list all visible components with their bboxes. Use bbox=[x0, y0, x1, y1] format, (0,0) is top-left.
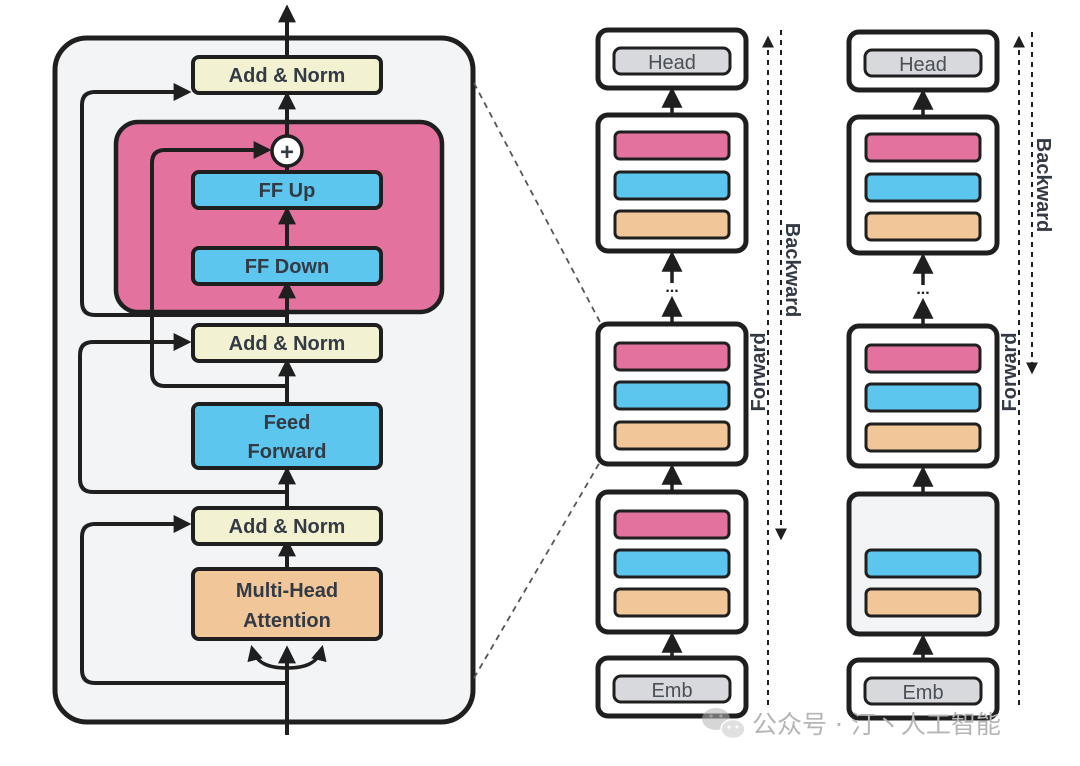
layer-blue bbox=[864, 382, 982, 413]
ff-down-label: FF Down bbox=[245, 256, 329, 278]
zoom-line-top bbox=[473, 82, 601, 323]
zoom-line-bottom bbox=[473, 461, 601, 679]
layer-blue bbox=[613, 170, 731, 201]
watermark: 公众号 · 汀丶人工智能 bbox=[702, 708, 1001, 740]
layer-stack-left: Head ... Emb Forward Backward bbox=[595, 27, 803, 719]
emb-label: Emb bbox=[651, 680, 692, 702]
transformer-block: + Add & Norm FF Up FF Down Add & Norm Fe… bbox=[52, 4, 476, 735]
add-norm-mid bbox=[191, 323, 383, 363]
layer-pink bbox=[613, 509, 731, 540]
layer-blue bbox=[864, 548, 982, 579]
residual-add-node bbox=[270, 134, 304, 168]
layer-orange bbox=[864, 422, 982, 453]
emb-label: Emb bbox=[902, 682, 943, 704]
wechat-icon bbox=[702, 708, 746, 740]
head-label: Head bbox=[899, 54, 947, 76]
layer-blue bbox=[864, 172, 982, 203]
add-norm-mid-label: Add & Norm bbox=[229, 333, 346, 355]
plus-symbol: + bbox=[280, 139, 294, 166]
attention-label-line2: Attention bbox=[243, 610, 331, 632]
emb-inner bbox=[612, 674, 732, 704]
layer-pink bbox=[864, 132, 982, 163]
layer-orange bbox=[613, 209, 731, 240]
attention-box bbox=[191, 567, 383, 641]
head-inner bbox=[863, 48, 983, 78]
backward-label: Backward bbox=[1032, 138, 1054, 233]
layer-orange bbox=[864, 211, 982, 242]
backward-label: Backward bbox=[781, 223, 803, 318]
ff-up-label: FF Up bbox=[259, 180, 316, 202]
layer-pink bbox=[613, 341, 731, 372]
feed-forward-label-line1: Feed bbox=[264, 412, 311, 434]
ff-up-box bbox=[191, 170, 383, 210]
add-norm-top bbox=[191, 55, 383, 95]
watermark-text: 公众号 · 汀丶人工智能 bbox=[752, 710, 1001, 739]
layer-orange bbox=[864, 587, 982, 618]
ellipsis: ... bbox=[916, 281, 929, 298]
feed-forward-box bbox=[191, 402, 383, 470]
layer-stack-right: Head ... Emb Forward Backward bbox=[846, 29, 1054, 721]
feed-forward-label-line2: Forward bbox=[248, 441, 327, 463]
layer-orange bbox=[613, 420, 731, 451]
layer-blue bbox=[613, 548, 731, 579]
add-norm-bottom-label: Add & Norm bbox=[229, 516, 346, 538]
ff-down-box bbox=[191, 246, 383, 286]
layer-orange bbox=[613, 587, 731, 618]
head-label: Head bbox=[648, 52, 696, 74]
layer-pink bbox=[864, 343, 982, 374]
head-inner bbox=[612, 46, 732, 76]
add-norm-top-label: Add & Norm bbox=[229, 65, 346, 87]
add-norm-bottom bbox=[191, 506, 383, 546]
attention-label-line1: Multi-Head bbox=[236, 580, 338, 602]
forward-label: Forward bbox=[748, 333, 770, 412]
ellipsis: ... bbox=[665, 279, 678, 296]
emb-inner bbox=[863, 676, 983, 706]
layer-blue bbox=[613, 380, 731, 411]
forward-label: Forward bbox=[999, 333, 1021, 412]
layer-pink bbox=[613, 130, 731, 161]
